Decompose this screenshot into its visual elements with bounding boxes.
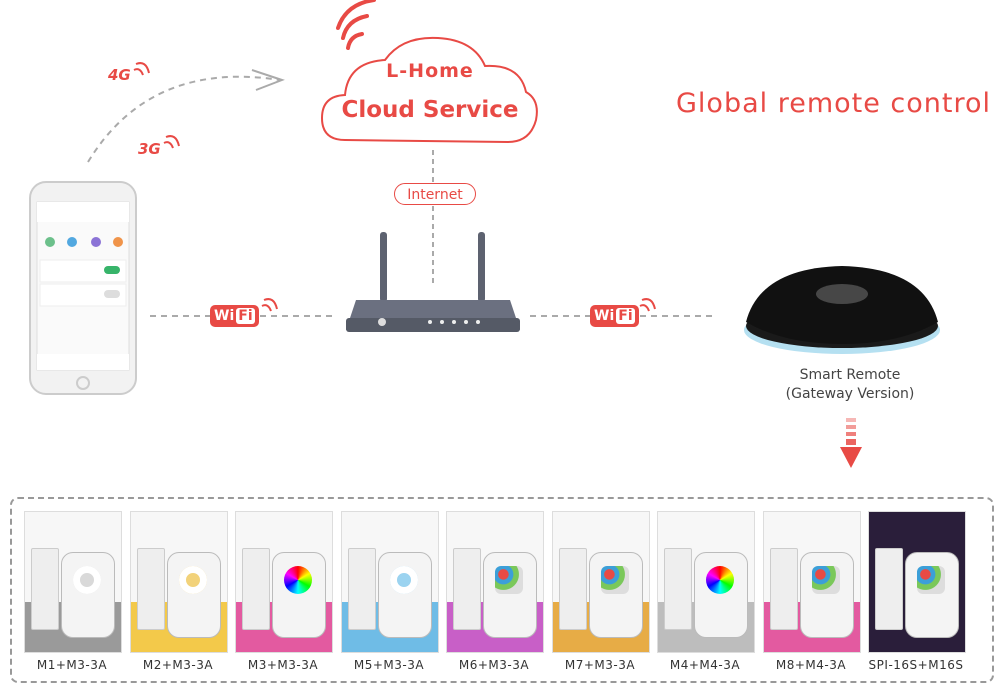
wifi-signal-icon-right: [639, 298, 656, 312]
receiver-device: [664, 548, 692, 630]
remote-dial: [601, 566, 629, 594]
product-caption: M5+M3-3A: [353, 658, 425, 672]
remote-dial: [812, 566, 840, 594]
remote-control: [905, 552, 959, 638]
gateway-subtitle: (Gateway Version): [785, 386, 915, 402]
product-caption: M7+M3-3A: [564, 658, 636, 672]
product-caption: M8+M4-3A: [775, 658, 847, 672]
remote-control: [167, 552, 221, 638]
remote-control: [272, 552, 326, 638]
cloud-signal-icon: [336, 0, 376, 50]
label-3g: 3G: [138, 140, 161, 158]
gateway-title: Smart Remote: [799, 367, 901, 383]
signal-icon-3g: [163, 135, 180, 149]
product-card: [657, 511, 755, 653]
product-card: [446, 511, 544, 653]
wifi-badge-left-wi: Wi: [214, 308, 235, 324]
wifi-badge-right-wi: Wi: [594, 308, 615, 324]
remote-dial: [73, 566, 101, 594]
smartphone: [29, 181, 137, 395]
product-caption: M2+M3-3A: [142, 658, 214, 672]
remote-control: [589, 552, 643, 638]
remote-control: [800, 552, 854, 638]
remote-control: [483, 552, 537, 638]
product-card: [868, 511, 966, 653]
product-lineup-frame: [10, 497, 994, 683]
product-caption: M4+M4-3A: [669, 658, 741, 672]
wifi-signal-icon-left: [261, 298, 278, 312]
remote-dial: [706, 566, 734, 594]
product-caption: SPI-16S+M16S: [868, 658, 964, 672]
cloud-title: L-Home: [386, 60, 474, 82]
down-arrow: [840, 418, 862, 468]
remote-control: [378, 552, 432, 638]
receiver-device: [770, 548, 798, 630]
smart-remote-gateway: [744, 266, 940, 354]
remote-control: [61, 552, 115, 638]
product-card: [341, 511, 439, 653]
receiver-device: [875, 548, 903, 630]
remote-control: [694, 552, 748, 638]
wifi-badge-right-fi: Fi: [616, 308, 635, 324]
headline: Global remote control: [676, 88, 992, 119]
receiver-device: [348, 548, 376, 630]
wifi-router: [346, 232, 520, 332]
mobile-network-arc: [87, 75, 281, 163]
signal-icon-4g: [133, 62, 150, 76]
product-card: [24, 511, 122, 653]
remote-dial: [917, 566, 945, 594]
product-card: [552, 511, 650, 653]
cloud-subtitle: Cloud Service: [341, 97, 519, 123]
remote-dial: [284, 566, 312, 594]
receiver-device: [137, 548, 165, 630]
product-card: [130, 511, 228, 653]
product-caption: M1+M3-3A: [36, 658, 108, 672]
internet-label: Internet: [394, 183, 476, 205]
product-caption: M3+M3-3A: [247, 658, 319, 672]
remote-dial: [179, 566, 207, 594]
receiver-device: [242, 548, 270, 630]
product-card: [763, 511, 861, 653]
product-caption: M6+M3-3A: [458, 658, 530, 672]
receiver-device: [453, 548, 481, 630]
product-card: [235, 511, 333, 653]
arc-arrowhead: [251, 69, 285, 91]
remote-dial: [495, 566, 523, 594]
label-4g: 4G: [108, 66, 131, 84]
receiver-device: [559, 548, 587, 630]
receiver-device: [31, 548, 59, 630]
cloud-shape: [320, 36, 538, 144]
wifi-badge-left-fi: Fi: [236, 308, 255, 324]
remote-dial: [390, 566, 418, 594]
